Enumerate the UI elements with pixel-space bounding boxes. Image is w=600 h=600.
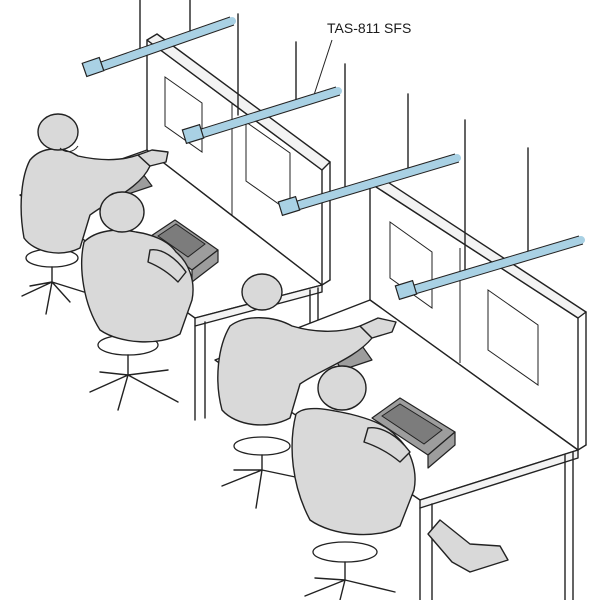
ionizer-bar-2 <box>181 86 342 145</box>
worker-4-hood <box>317 365 367 411</box>
partition-window-2a <box>389 221 433 309</box>
chair-1 <box>21 248 85 315</box>
ionizer-head-2 <box>181 123 205 145</box>
product-callout-label: TAS-811 SFS <box>327 20 411 36</box>
worker-3-hood <box>241 273 283 311</box>
ionizer-bar-3 <box>277 153 461 217</box>
chair-2 <box>89 334 179 411</box>
product-callout: TAS-811 SFS <box>312 20 411 99</box>
worker-2 <box>81 191 194 343</box>
callout-leader-line <box>312 39 333 99</box>
worker-1-hood <box>37 113 79 151</box>
rear-partition-lower <box>369 176 587 451</box>
partition-window-1a <box>164 76 203 153</box>
device-upper-front <box>147 219 219 283</box>
ionizer-bar-4 <box>394 235 585 301</box>
ionizer-head-3 <box>277 195 301 217</box>
worker-2-hood <box>99 191 145 233</box>
ionizer-head-1 <box>81 56 105 78</box>
partition-window-2b <box>487 289 539 386</box>
worker-3 <box>217 273 397 426</box>
chair-4 <box>304 541 396 600</box>
chair-3 <box>221 436 301 509</box>
device-lower-front <box>371 397 456 469</box>
worker-4 <box>291 365 509 573</box>
ionizer-head-4 <box>394 279 418 301</box>
hanger-rods <box>139 0 529 273</box>
ionizer-bar-1 <box>81 16 236 78</box>
